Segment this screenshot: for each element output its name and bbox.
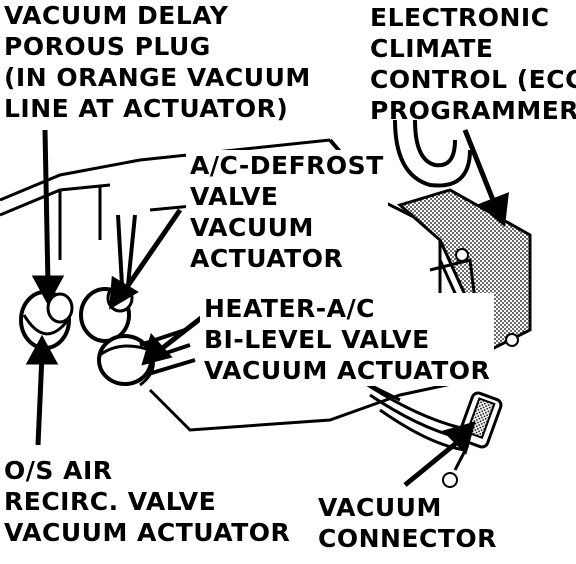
ac-defrost-line-4: ACTUATOR [190,244,344,273]
ecc-line-1: ELECTRONIC [370,3,550,32]
ecc-programmer-label: ELECTRONIC CLIMATE CONTROL (ECC) PROGRAM… [370,2,576,126]
vacuum-delay-line-1: VACUUM DELAY [4,1,229,30]
vacuum-delay-line-2: POROUS PLUG [4,32,211,61]
vacuum-connector-label: VACUUM CONNECTOR [318,492,497,554]
heater-ac-actuator [97,328,196,387]
heater-ac-line-3: VACUUM ACTUATOR [204,356,491,385]
os-air-line-1: O/S AIR [4,456,113,485]
vacuum-connector-line-2: CONNECTOR [318,524,497,553]
ecc-line-4: PROGRAMMER [370,96,576,125]
ecc-line-3: CONTROL (ECC) [370,65,576,94]
heater-ac-line-1: HEATER-A/C [204,294,375,323]
leader-arrows [25,129,509,487]
vacuum-delay-label: VACUUM DELAY POROUS PLUG (IN ORANGE VACU… [4,0,311,124]
ac-defrost-line-1: A/C-DEFROST [190,151,384,180]
os-air-actuator [19,290,74,350]
vacuum-delay-line-4: LINE AT ACTUATOR) [4,94,289,123]
heater-ac-line-2: BI-LEVEL VALVE [204,325,430,354]
heater-ac-label: HEATER-A/C BI-LEVEL VALVE VACUUM ACTUATO… [200,293,495,386]
ac-defrost-line-2: VALVE [190,182,279,211]
ac-defrost-label: A/C-DEFROST VALVE VACUUM ACTUATOR [186,150,388,274]
vacuum-connector-line-1: VACUUM [318,493,442,522]
os-air-label: O/S AIR RECIRC. VALVE VACUUM ACTUATOR [4,455,290,548]
vacuum-delay-line-3: (IN ORANGE VACUUM [4,63,311,92]
os-air-line-3: VACUUM ACTUATOR [4,518,291,547]
ac-defrost-line-3: VACUUM [190,213,314,242]
os-air-line-2: RECIRC. VALVE [4,487,217,516]
ecc-line-2: CLIMATE [370,34,494,63]
ac-defrost-actuator [79,214,137,343]
